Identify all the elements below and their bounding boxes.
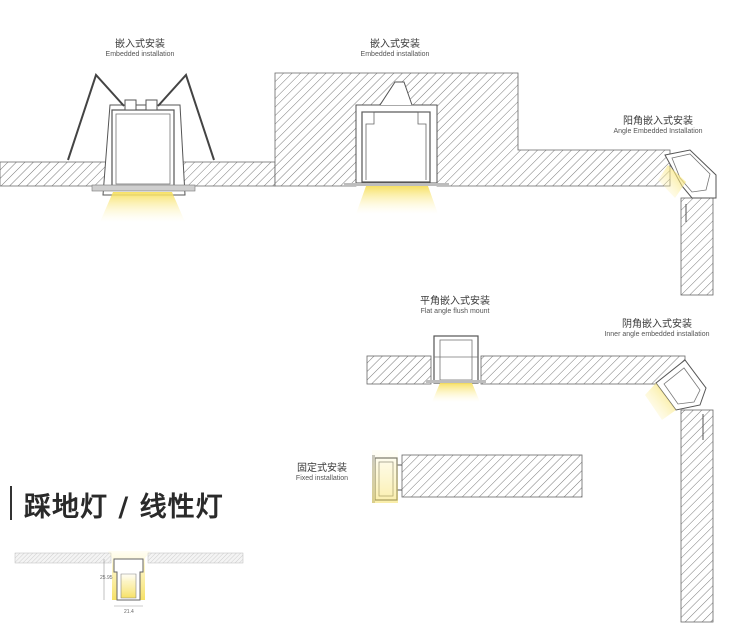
dimension-width: 21.4 (124, 609, 134, 615)
label-flat-angle-en: Flat angle flush mount (420, 308, 490, 315)
label-embedded-2-en: Embedded installation (360, 51, 430, 58)
label-angle-embedded-cn: 阳角嵌入式安装 (623, 116, 693, 127)
fixed-section (372, 450, 583, 503)
angle-embedded-section (658, 149, 717, 296)
embedded-profile-2 (344, 81, 449, 214)
label-inner-angle-cn: 阴角嵌入式安装 (622, 319, 692, 330)
label-angle-embedded-en: Angle Embedded Installation (613, 128, 703, 135)
ceiling-section-top (0, 72, 671, 187)
embedded-profile-1 (67, 73, 215, 222)
label-fixed-cn: 固定式安装 (297, 463, 347, 474)
label-flat-angle-cn: 平角嵌入式安装 (420, 296, 490, 307)
flat-angle-section (366, 335, 686, 402)
label-embedded-1-cn: 嵌入式安装 (115, 39, 165, 50)
label-inner-angle: 阴角嵌入式安装 Inner angle embedded installatio… (592, 319, 722, 339)
label-embedded-1-en: Embedded installation (105, 51, 175, 58)
label-flat-angle: 平角嵌入式安装 Flat angle flush mount (404, 296, 506, 316)
label-fixed-en: Fixed installation (295, 475, 349, 482)
title-accent-bar (10, 486, 12, 520)
floor-light-section (14, 551, 244, 607)
label-angle-embedded: 阳角嵌入式安装 Angle Embedded Installation (598, 116, 718, 136)
label-inner-angle-en: Inner angle embedded installation (604, 331, 710, 338)
label-embedded-2: 嵌入式安装 Embedded installation (344, 39, 446, 59)
page-title: 踩地灯 / 线性灯 (24, 492, 224, 523)
dimension-height: 25.95 (100, 575, 113, 581)
inner-angle-section (645, 359, 714, 623)
label-fixed: 固定式安装 Fixed installation (286, 463, 358, 483)
label-embedded-1: 嵌入式安装 Embedded installation (90, 39, 190, 59)
label-embedded-2-cn: 嵌入式安装 (370, 39, 420, 50)
